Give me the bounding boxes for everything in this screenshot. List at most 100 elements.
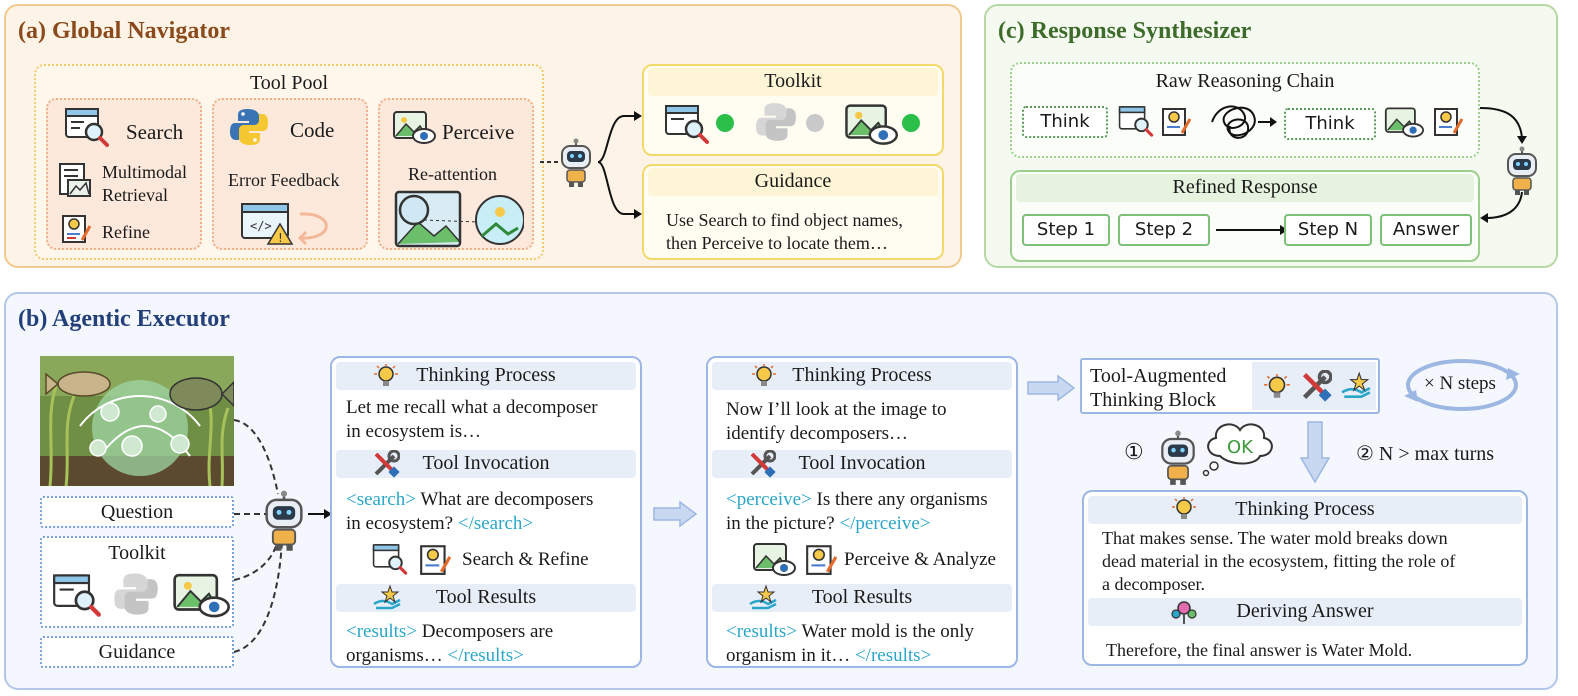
global-navigator-title: (a) Global Navigator — [18, 18, 230, 44]
thinking-text-line-1: Let me recall what a decomposer — [346, 397, 598, 418]
tangled-thought-icon — [1211, 105, 1277, 139]
agentic-executor-panel: (b) Agentic Executor Question Toolkit — [4, 292, 1558, 690]
tool-pool-box: Tool Pool Search Multimodal Retrieval — [34, 64, 544, 260]
invocation-text: in ecosystem? — [346, 513, 458, 534]
results-text: Water mold is the only — [797, 621, 975, 642]
final-answer-card: Thinking Process That makes sense. The w… — [1082, 490, 1528, 666]
raw-reasoning-chain-title: Raw Reasoning Chain — [1155, 70, 1335, 92]
thinking-process-title: Thinking Process — [792, 364, 932, 386]
toolkit-input-box: Toolkit — [40, 536, 234, 628]
re-attention-label: Re-attention — [408, 164, 497, 184]
tools-icon — [750, 450, 776, 478]
step-1: Step 1 — [1022, 214, 1110, 246]
thought-bubble-icon — [1202, 423, 1273, 477]
code-disabled-indicator — [806, 114, 824, 132]
search-tool-box: Search Multimodal Retrieval Refine — [46, 98, 202, 250]
ecosystem-image — [40, 356, 234, 486]
thinking-process-title: Thinking Process — [1235, 498, 1375, 520]
action-label: Perceive & Analyze — [844, 549, 996, 570]
invocation-line-1: <perceive> Is there any organisms — [726, 488, 988, 512]
branch-2-label: ② N > max turns — [1356, 443, 1495, 465]
reasoning-card-2: Thinking Process Now I’ll look at the im… — [706, 356, 1018, 668]
steps-arrow — [1216, 225, 1288, 235]
guidance-line-1: Use Search to find object names, — [666, 210, 903, 230]
thinking-process-title: Thinking Process — [416, 364, 556, 386]
think-step: Think — [1022, 106, 1108, 138]
question-input-box: Question — [40, 496, 234, 528]
refine-label: Refine — [102, 222, 150, 242]
perceive-open-tag: <perceive> — [726, 489, 812, 510]
refine-icon — [1434, 108, 1464, 136]
final-thinking-line-1: That makes sense. The water mold breaks … — [1102, 528, 1448, 548]
card-flow-arrow — [653, 500, 698, 528]
toolkit-input-label: Toolkit — [108, 542, 166, 564]
code-label: Code — [290, 118, 335, 142]
results-line-1: <results> Decomposers are — [346, 620, 553, 644]
search-icon — [53, 574, 101, 617]
results-open-tag: <results> — [346, 621, 418, 642]
python-icon — [230, 109, 268, 145]
hand-result-icon — [1341, 371, 1371, 398]
final-thinking-line-2: dead material in the ecosystem, fitting … — [1102, 551, 1456, 571]
multimodal-label: Multimodal — [102, 162, 187, 182]
invocation-line-2: in ecosystem? </search> — [346, 512, 533, 536]
perceive-tool-box: Perceive Re-attention — [378, 98, 534, 250]
results-text: Decomposers are — [417, 621, 554, 642]
guidance-input-box: Guidance — [40, 636, 234, 668]
refined-response-header: Refined Response — [1016, 174, 1474, 202]
perceive-close-tag: </perceive> — [839, 513, 931, 534]
tool-invocation-header: Tool Invocation — [712, 450, 1012, 478]
tool-augmented-thinking-block: Tool-Augmented Thinking Block — [1080, 358, 1380, 414]
repeat-loop-icon — [1404, 359, 1520, 411]
question-label: Question — [100, 501, 174, 523]
perceive-label: Perceive — [442, 120, 515, 144]
perceive-icon — [173, 573, 230, 618]
tool-invocation-title: Tool Invocation — [798, 452, 926, 474]
repeat-label: × N steps — [1424, 373, 1496, 394]
toolkit-title: Toolkit — [764, 70, 822, 92]
step-n: Step N — [1284, 214, 1372, 246]
refine-icon — [806, 545, 838, 575]
hand-result-icon — [373, 584, 401, 610]
guidance-title: Guidance — [754, 170, 832, 192]
ok-bubble-text: OK — [1227, 437, 1253, 458]
search-close-tag: </search> — [457, 513, 534, 534]
synth-flow-arrows — [1479, 107, 1527, 223]
guidance-line-2: then Perceive to locate them… — [666, 233, 888, 253]
navigator-arrows — [540, 111, 642, 219]
search-icon — [665, 105, 709, 144]
tools-icon — [1302, 370, 1332, 402]
invocation-text: What are decomposers — [415, 489, 594, 510]
python-icon — [114, 573, 158, 615]
thinking-text-line-2: in ecosystem is… — [346, 421, 482, 442]
invocation-line-2: in the picture? </perceive> — [726, 512, 931, 536]
perceive-icon — [393, 111, 436, 144]
invocation-line-1: <search> What are decomposers — [346, 488, 593, 512]
thinking-text-line-2: identify decomposers… — [726, 423, 909, 444]
response-synthesizer-title: (c) Response Synthesizer — [998, 18, 1252, 44]
deriving-answer-header: Deriving Answer — [1088, 598, 1522, 626]
perceive-icon — [753, 543, 796, 576]
robot-icon — [265, 490, 303, 551]
refined-response-box: Refined Response Step 1 Step 2 Step N An… — [1010, 170, 1480, 262]
block-down-arrow — [1300, 421, 1330, 484]
toolkit-box: Toolkit — [642, 64, 944, 156]
results-open-tag: <results> — [726, 621, 798, 642]
robot-icon — [1507, 146, 1537, 195]
raw-reasoning-chain-box: Raw Reasoning Chain Think Think — [1010, 62, 1480, 158]
deriving-answer-title: Deriving Answer — [1236, 600, 1374, 622]
final-answer-text: Therefore, the final answer is Water Mol… — [1106, 640, 1413, 660]
robot-icon — [1161, 430, 1195, 485]
lightbulb-icon — [752, 364, 776, 386]
target-icon — [1171, 601, 1197, 624]
code-error-icon: </> ! — [241, 203, 328, 246]
retrieval-label: Retrieval — [102, 185, 168, 205]
thinking-process-header: Thinking Process — [1088, 496, 1522, 524]
think-step: Think — [1284, 108, 1376, 140]
results-line-2: organisms… </results> — [346, 644, 524, 668]
svg-text:</>: </> — [250, 219, 272, 233]
results-close-tag: </results> — [854, 645, 932, 666]
perceive-icon — [1384, 107, 1424, 138]
search-enabled-indicator — [716, 114, 734, 132]
tool-results-title: Tool Results — [811, 586, 913, 608]
